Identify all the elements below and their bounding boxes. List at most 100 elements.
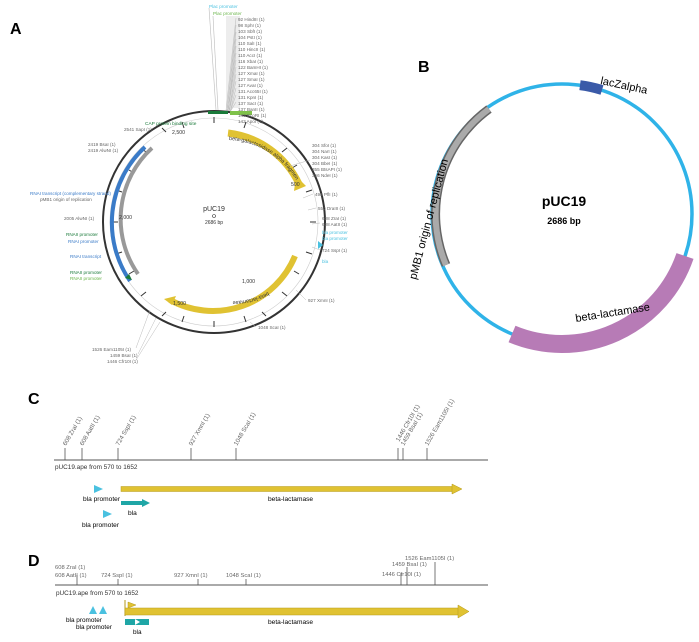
rnaii-promoter-label-3: RNAII promoter <box>70 276 102 281</box>
site-label: 304 NarI (1) <box>312 149 337 154</box>
site-label: 2419 AlwNI (1) <box>88 148 119 153</box>
rnai-transcript-label: RNAI transcript <box>70 254 102 259</box>
tick-label-500: 500 <box>291 182 300 188</box>
site-label: 356 NdeI (1) <box>312 173 338 178</box>
linear-map-c: 608 ZraI (1) 608 AatII (1) 724 SspI (1) … <box>54 398 488 529</box>
map-a-name: pUC19 <box>203 206 225 213</box>
site-label: 2005 AlwNI (1) <box>64 216 95 221</box>
beta-lactamase-label-c: beta-lactamase <box>268 496 313 503</box>
bla-arc-b <box>508 252 694 353</box>
bla-bar-c <box>121 501 143 505</box>
site-label: 2419 BsaI (1) <box>88 142 116 147</box>
map-a-center-marker <box>212 214 216 218</box>
plasmid-map-a: pUC19 2686 bp 2,500 500 1,000 1,500 2,00… <box>0 0 348 364</box>
panel-label-a: A <box>10 21 22 38</box>
bla-promoter-label-a2: bla promoter <box>322 236 348 241</box>
bla-promoter-label-d1: bla promoter <box>66 617 103 624</box>
bla-promoter-arrow-c2 <box>103 510 112 518</box>
site-label: 143 ApoI (1) <box>238 119 263 124</box>
bla-gene-arrowhead-d <box>457 604 470 619</box>
bla-promoter-arrow-c1 <box>94 485 103 493</box>
site-label: 550 DraIII (1) <box>318 206 346 211</box>
map-a-size: 2686 bp <box>205 220 223 226</box>
site-label: 1048 ScaI (1) <box>233 411 258 447</box>
site-label: 2541 SapI (1) <box>124 127 152 132</box>
bla-promoter-marker <box>318 241 323 249</box>
site-label: 304 SfoI (1) <box>312 143 336 148</box>
pmb1-label-a: pMB1 origin of replication <box>40 197 92 202</box>
tick-label-2000: 2,000 <box>119 215 132 221</box>
site-label: 1048 ScaI (1) <box>226 573 261 579</box>
site-label: 608 ZraI (1) <box>322 216 346 221</box>
site-label: 1526 Eam1105I (1) <box>424 398 456 447</box>
site-label: 724 SspI (1) <box>322 248 347 253</box>
lacz-arrowhead-a <box>294 176 306 191</box>
plac-promoter-label-1: Plac promoter <box>209 4 238 9</box>
site-label: 608 AatII (1) <box>55 573 87 579</box>
bla-promoter-label-d2: bla promoter <box>76 624 113 631</box>
tick-label-2500: 2,500 <box>172 130 185 136</box>
site-label: 127 XmaI (1) <box>238 71 265 76</box>
bla-promoter-label-c2: bla promoter <box>82 522 120 529</box>
site-label: 492 PflI (1) <box>315 192 338 197</box>
bla-arc-a <box>168 254 298 314</box>
ori-arc-a <box>118 146 154 276</box>
map-b-name: pUC19 <box>542 193 587 209</box>
site-labels-d: 608 ZraI (1) 608 AatII (1) 724 SspI (1) … <box>55 556 454 579</box>
cap-site-label: CAP protein binding site <box>145 121 197 127</box>
tick-label-1500: 1,500 <box>173 301 186 307</box>
site-label: 137 BanII (1) <box>238 107 265 112</box>
site-label: 724 SspI (1) <box>115 414 138 447</box>
site-ticks-c <box>64 448 428 460</box>
site-label: 355 BtsAPI (1) <box>312 167 342 172</box>
site-label: 110 AccI (1) <box>238 53 263 58</box>
range-label-d: pUC19.ape from 570 to 1652 <box>56 590 139 597</box>
site-label: 1526 Eam1105I (1) <box>92 347 131 352</box>
site-label: 137 SacI (1) <box>238 101 263 106</box>
top-site-leaders <box>208 7 237 113</box>
site-label: 1459 BsaI (1) <box>110 353 138 358</box>
site-label: 1446 Cfr10I (1) <box>107 359 138 364</box>
rnai-promoter-label: RNAI promoter <box>68 239 99 244</box>
left-site-labels: 2419 BsaI (1) 2419 AlwNI (1) 2541 SapI (… <box>64 127 152 221</box>
bla-promoter-arrow-d2 <box>99 606 107 614</box>
site-label: 110 SalI (1) <box>238 41 262 46</box>
site-label: 110 HincII (1) <box>238 47 266 52</box>
site-label: 103 SbfI (1) <box>238 29 262 34</box>
site-label: 143 EcoRI (1) <box>238 113 267 118</box>
tick-label-1000: 1,000 <box>242 279 255 285</box>
bla-gene-bar-d <box>124 607 460 616</box>
range-label-c: pUC19.ape from 570 to 1652 <box>55 464 138 471</box>
panel-label-c: C <box>28 391 40 408</box>
site-labels-c: 608 ZraI (1) 608 AatII (1) 724 SspI (1) … <box>62 398 456 447</box>
site-label: 1048 ScaI (1) <box>258 325 286 330</box>
bla-promoter-arrow-d1 <box>89 606 97 614</box>
site-label: 1446 Cfr10I (1) <box>382 572 421 578</box>
rnaii-promoter-label: RNAII promoter <box>66 232 98 237</box>
top-site-labels: 92 HindIII (1) 98 SphI (1) 103 SbfI (1) … <box>238 17 268 124</box>
linear-map-d: 608 ZraI (1) 608 AatII (1) 724 SspI (1) … <box>55 556 488 636</box>
site-label: 131 Acc65I (1) <box>238 89 268 94</box>
site-label: 92 HindIII (1) <box>238 17 265 22</box>
site-cluster-shade <box>226 16 240 108</box>
bla-label-a: bla <box>322 259 329 264</box>
site-label: 127 SmaI (1) <box>238 77 265 82</box>
lacz-alpha-arc-a <box>227 129 303 186</box>
ori-arc-inner-b <box>432 106 491 267</box>
site-label: 927 XmnI (1) <box>174 573 208 579</box>
map-b-size: 2686 bp <box>547 216 581 226</box>
bla-label-c: bla <box>128 510 137 517</box>
rnaii-promoter-marker <box>125 274 132 280</box>
site-label: 724 SspI (1) <box>101 573 133 579</box>
site-label: 608 AatII (1) <box>322 222 347 227</box>
site-label: 122 BamHI (1) <box>238 65 268 70</box>
rnai-comp-label: RNAI transcript (complementary strand) <box>30 191 111 196</box>
rnai-transcript-arc-a <box>109 145 147 283</box>
lacz-alpha-arc-b <box>579 80 604 95</box>
plac-promoter-block <box>230 111 252 115</box>
site-label: 98 SphI (1) <box>238 23 261 28</box>
rnaii-promoter-label-2: RNAII promoter <box>70 270 102 275</box>
site-label: 116 XbaI (1) <box>238 59 263 64</box>
site-label: 1526 Eam1105I (1) <box>405 556 454 562</box>
